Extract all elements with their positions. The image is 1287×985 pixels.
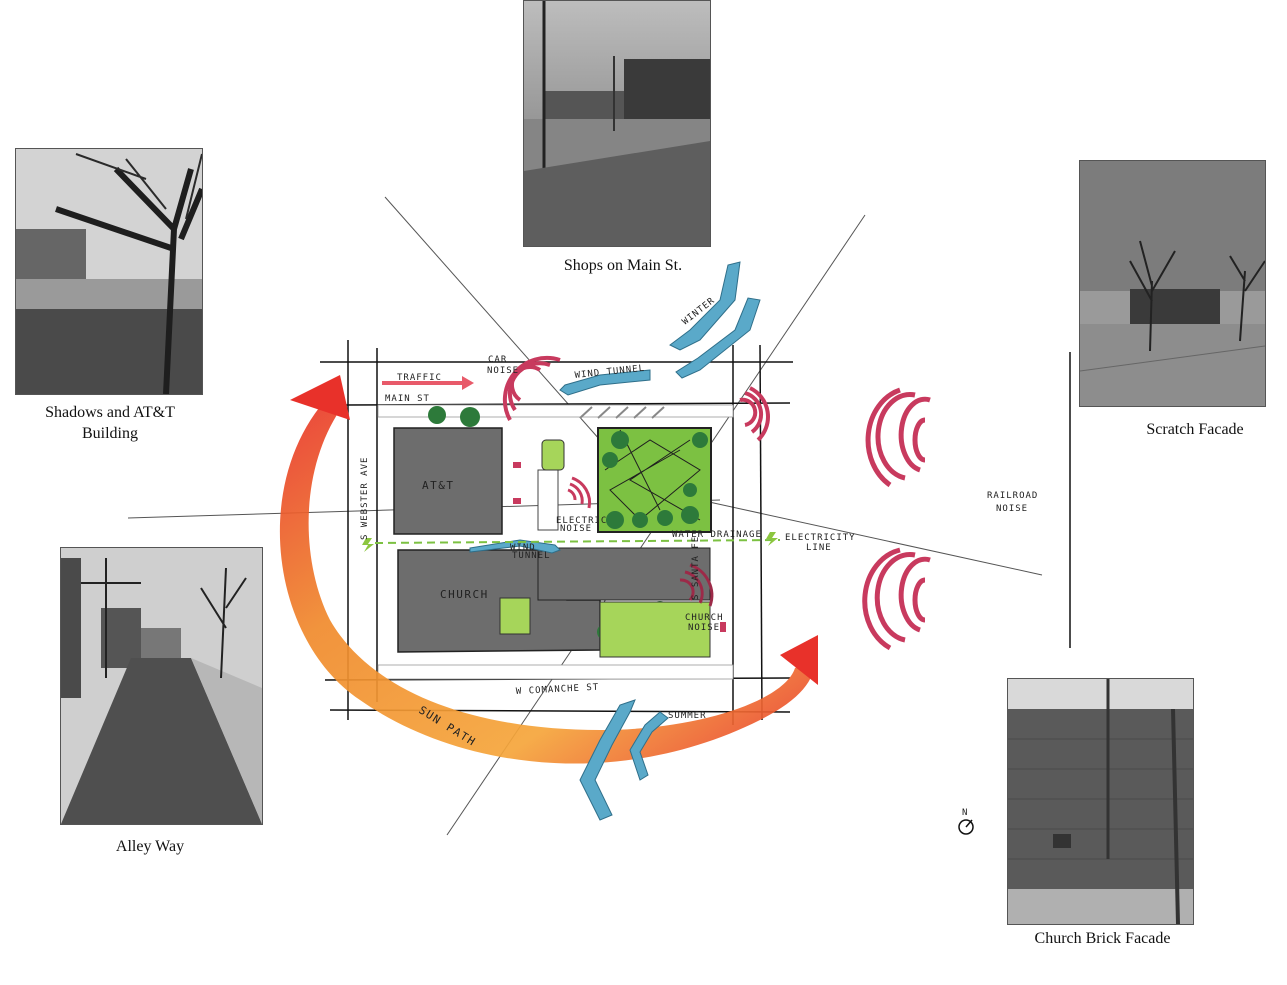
label-north: N	[962, 808, 968, 818]
service-structure	[538, 470, 558, 530]
label-church-noise-2: NOISE	[688, 623, 720, 633]
label-santa-fe: S SANTA FE	[691, 536, 701, 600]
noise-railroad-lower	[865, 550, 930, 648]
label-att: AT&T	[422, 479, 455, 492]
small-green	[542, 440, 564, 470]
label-comanche: W COMANCHE ST	[516, 683, 600, 697]
noise-east-street	[740, 388, 768, 440]
label-railroad-noise: NOISE	[996, 504, 1028, 514]
label-church-noise-1: CHURCH	[685, 613, 724, 623]
label-church: CHURCH	[440, 588, 489, 601]
church-annex	[538, 548, 710, 600]
label-water-drainage: WATER DRAINAGE	[672, 530, 762, 540]
label-railroad: RAILROAD	[987, 491, 1038, 501]
label-summer: SUMMER	[668, 711, 707, 721]
label-traffic: TRAFFIC	[397, 373, 442, 383]
noise-electric	[568, 478, 590, 508]
noise-railroad-upper	[868, 390, 930, 485]
church-courtyard	[500, 598, 530, 634]
label-electricity-line: LINE	[806, 543, 832, 553]
label-webster: S WEBSTER AVE	[360, 457, 370, 540]
label-car-noise: NOISE	[487, 366, 519, 376]
label-main-st: MAIN ST	[385, 394, 430, 404]
north-arrow-icon	[959, 820, 973, 834]
label-tunnel-2: TUNNEL	[512, 551, 551, 561]
south-sidewalk	[378, 665, 733, 679]
label-electric-noise: NOISE	[560, 524, 592, 534]
label-electricity: ELECTRICITY	[785, 533, 856, 543]
label-car: CAR	[488, 355, 507, 365]
